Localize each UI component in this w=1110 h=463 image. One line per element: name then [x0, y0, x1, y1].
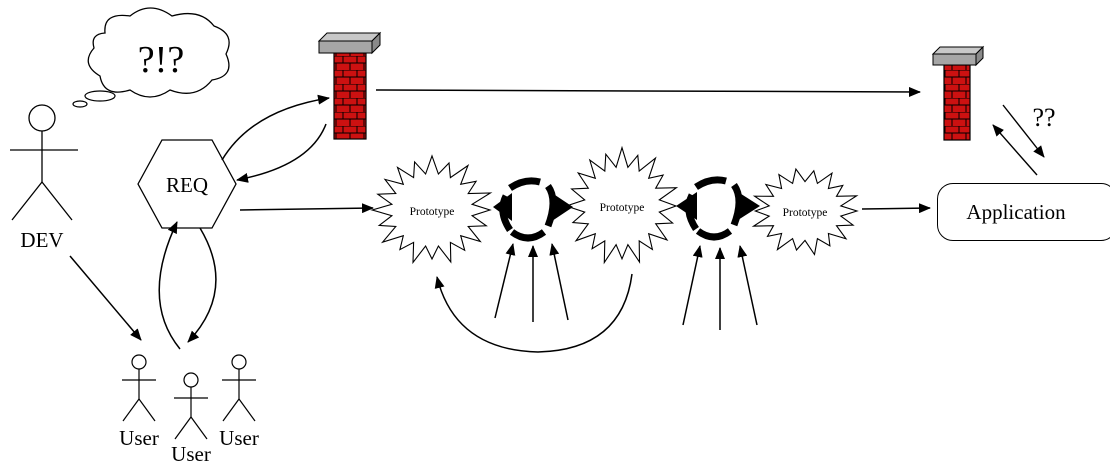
feedback-arrows-2 [682, 245, 758, 330]
user-label-2: User [171, 442, 211, 463]
iteration-cycle-icon-2 [676, 176, 760, 241]
req-node: REQ [137, 139, 237, 229]
prototype-label-3: Prototype [783, 207, 828, 219]
thought-cloud: ?!? [72, 7, 230, 108]
prototype-to-application-arrow [861, 203, 931, 214]
prototype-loop-arrow [434, 273, 633, 353]
dev-actor [10, 104, 78, 221]
application-node: Application [937, 183, 1110, 241]
iteration-cycle-icon-1 [493, 177, 573, 242]
user-actor-3 [222, 354, 256, 422]
users-to-req-arrow [158, 221, 181, 350]
thought-text: ?!? [138, 39, 184, 81]
prototype-label-1: Prototype [410, 206, 455, 218]
user-actor-2 [174, 372, 208, 440]
req-to-users-arrow [187, 227, 217, 343]
prototype-burst-3: Prototype [751, 167, 859, 256]
prototype-burst-1: Prototype [370, 154, 493, 265]
dev-to-users-arrow [69, 255, 142, 341]
firewall-to-req-arrow [236, 123, 327, 183]
firewall-right-icon [931, 45, 985, 141]
req-to-prototype-arrow [239, 203, 374, 214]
dev-label: DEV [20, 228, 63, 252]
prototype-label-2: Prototype [600, 202, 645, 214]
user-actor-1 [122, 354, 156, 422]
feedback-arrows-1 [494, 243, 569, 322]
user-label-1: User [119, 426, 159, 450]
req-label: REQ [166, 173, 208, 197]
user-label-3: User [219, 426, 259, 450]
firewall-to-firewall-arrow [375, 86, 921, 97]
firewall-left-icon [317, 31, 382, 140]
application-label: Application [966, 199, 1066, 224]
unknown-down-arrow [1002, 104, 1045, 158]
prototype-burst-2: Prototype [564, 145, 679, 265]
req-to-firewall-arrow [221, 94, 330, 161]
unknown-up-arrow [992, 124, 1038, 176]
unknown-link-text: ?? [1032, 103, 1055, 132]
